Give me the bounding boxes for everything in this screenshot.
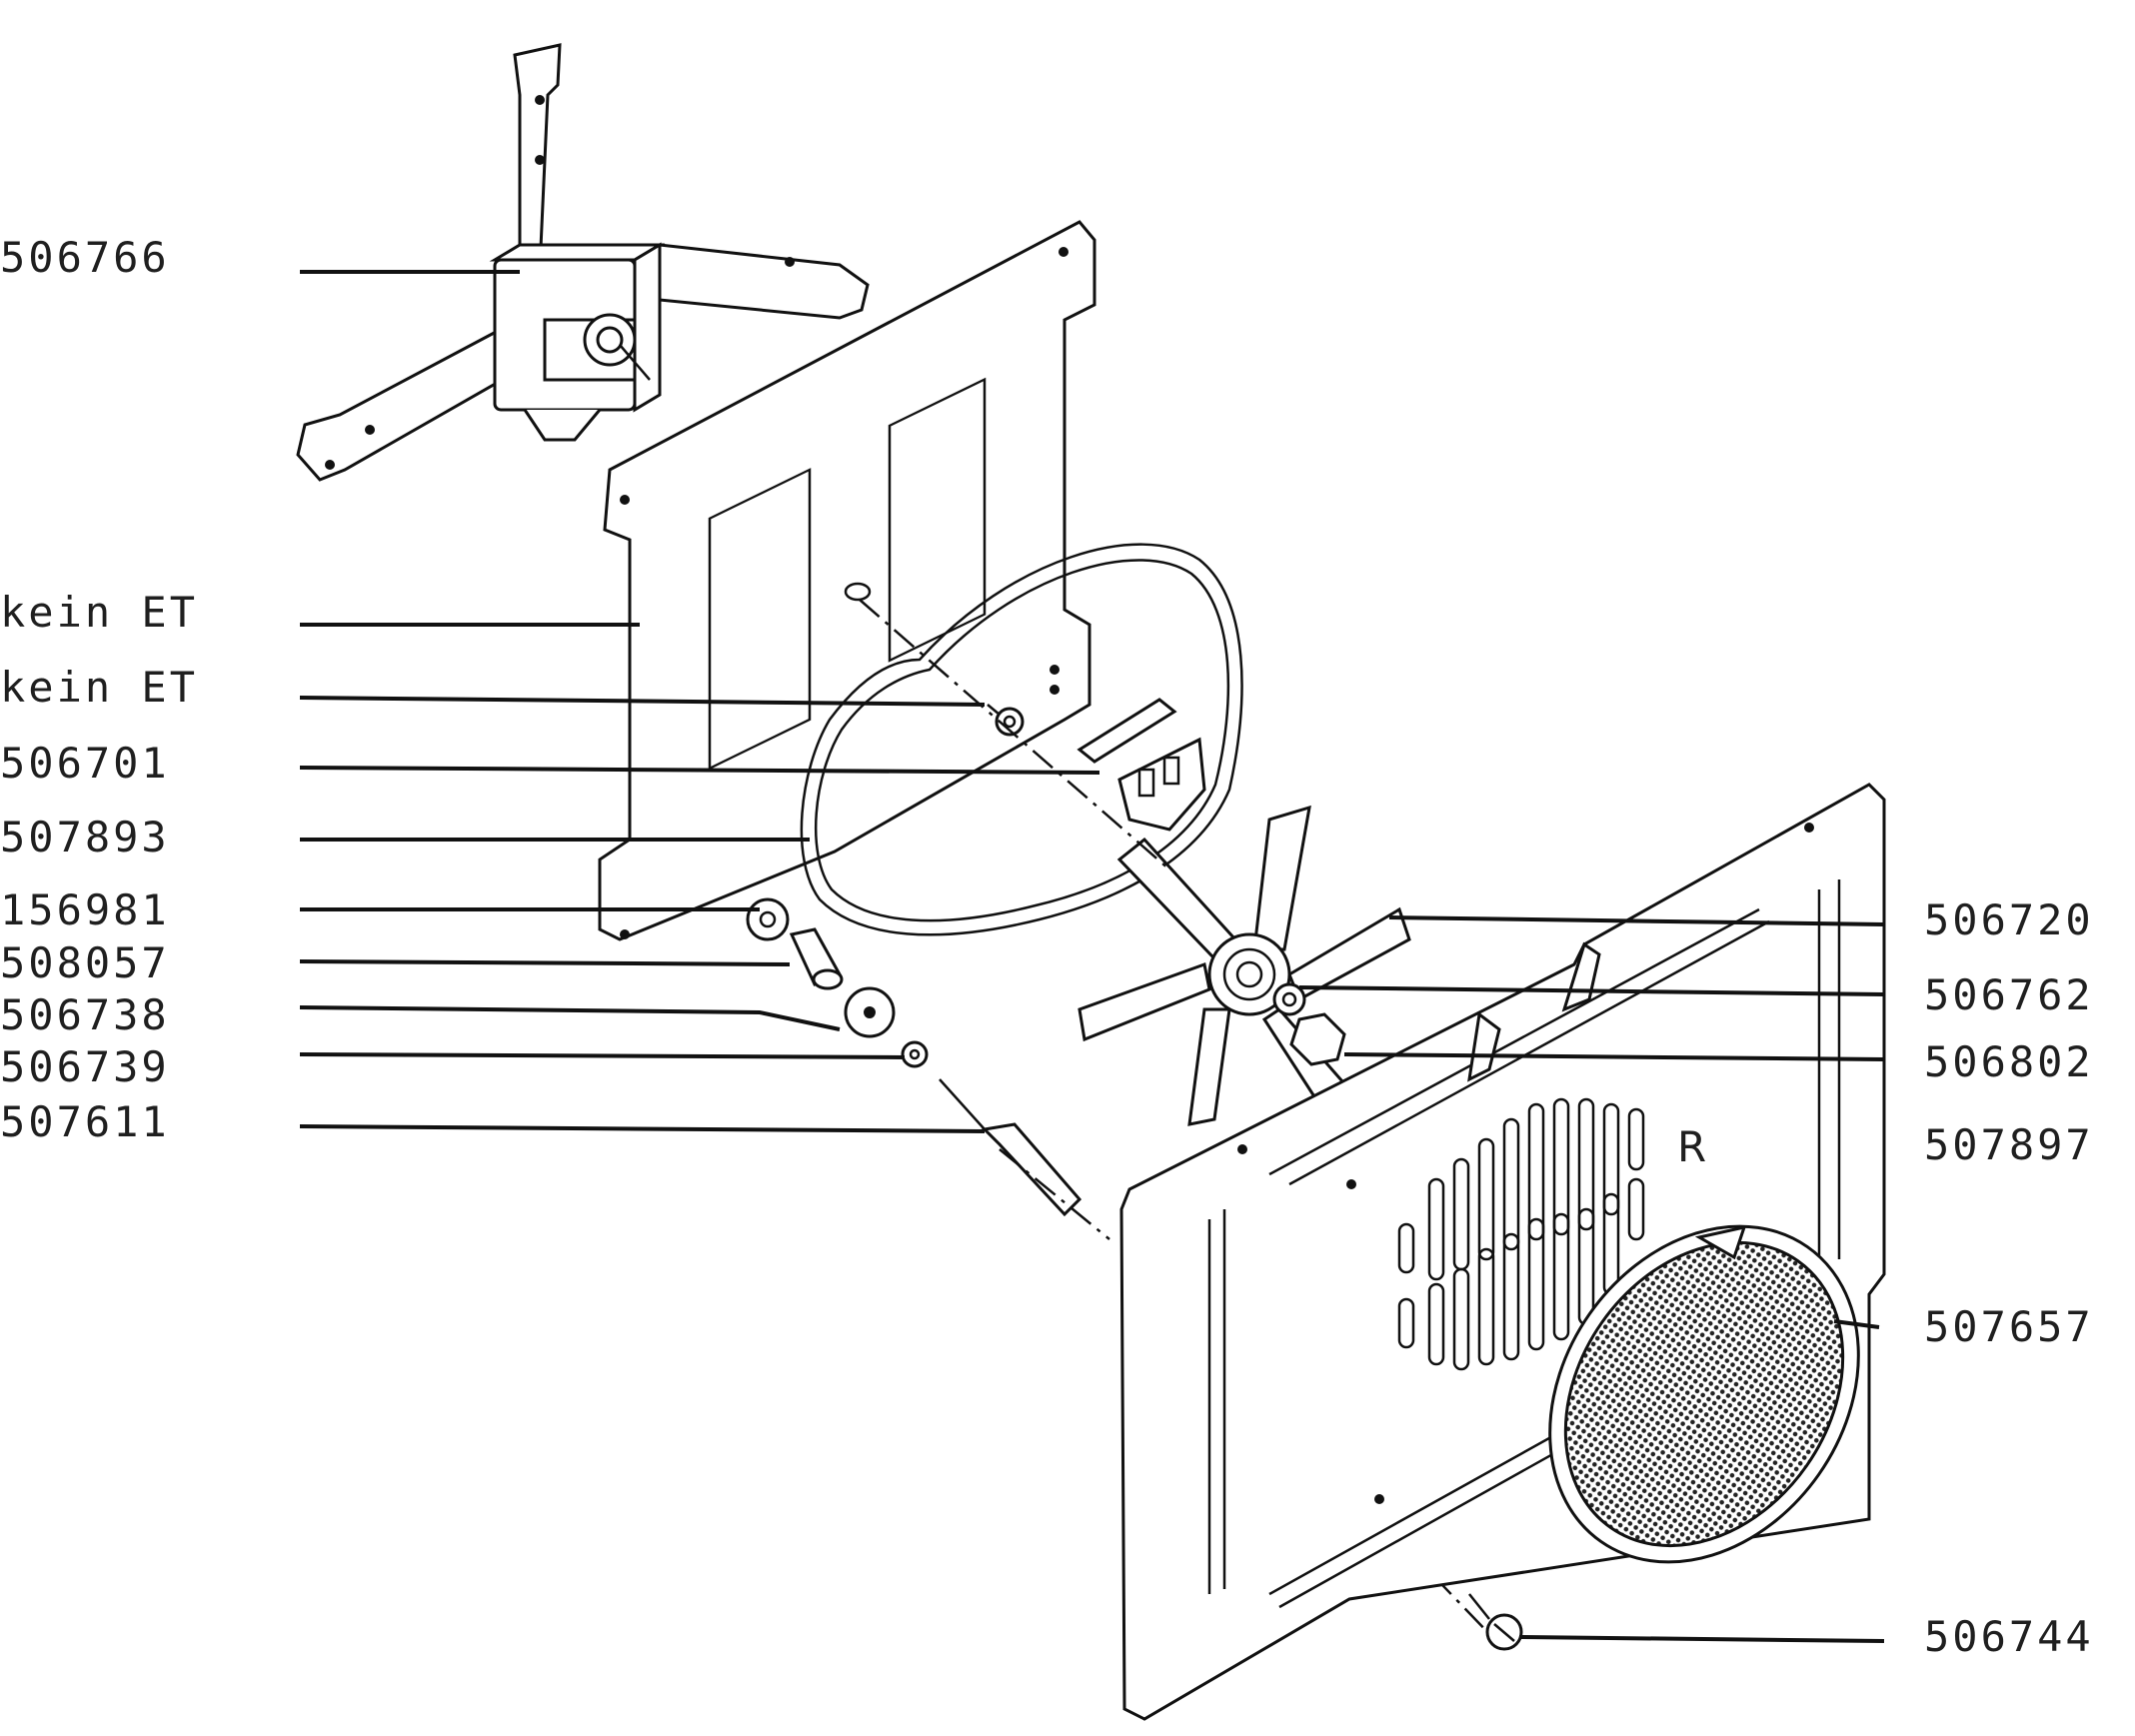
axis-line xyxy=(1368,1508,1495,1640)
label-screw-a: kein ET xyxy=(0,663,198,712)
bushing xyxy=(789,927,844,990)
label-bolt: 507611 xyxy=(0,1097,170,1146)
labels-right: 506720 506762 506802 507897 507657 50674… xyxy=(1924,895,2094,1661)
label-disc: 506738 xyxy=(0,990,170,1039)
panel-mark: R xyxy=(1677,1122,1706,1171)
axis-line xyxy=(859,599,1170,870)
fan-washer xyxy=(1272,982,1306,1016)
label-washer: 156981 xyxy=(0,885,170,934)
disc xyxy=(844,986,896,1038)
grease-filter xyxy=(1548,1224,1860,1564)
label-grease-filter: 507657 xyxy=(1924,1302,2094,1351)
bolt xyxy=(939,1078,1082,1217)
axis-line xyxy=(999,1148,1110,1240)
label-cover-screw: 506744 xyxy=(1924,1612,2094,1661)
label-heating-element: 507893 xyxy=(0,813,170,862)
labels-left: 506766 kein ET kein ET 506701 507893 156… xyxy=(0,233,198,1146)
terminal-block xyxy=(1076,698,1206,832)
rear-plate xyxy=(598,220,1096,941)
heating-element xyxy=(800,543,1243,936)
screw-a xyxy=(987,704,1025,737)
small-washer xyxy=(901,1040,929,1068)
label-fan-washer: 506762 xyxy=(1924,970,2094,1019)
label-fan-nut: 506802 xyxy=(1924,1037,2094,1086)
label-bushing: 508057 xyxy=(0,938,170,987)
washer xyxy=(746,897,790,941)
label-front-cover: 507897 xyxy=(1924,1120,2094,1169)
leader-lines xyxy=(299,270,1885,1643)
label-motor: 506766 xyxy=(0,233,170,282)
motor-assembly xyxy=(296,43,870,482)
cover-screw xyxy=(1468,1593,1523,1651)
label-rear-plate: kein ET xyxy=(0,588,198,637)
label-fan-wheel: 506720 xyxy=(1924,895,2094,944)
fan-nut xyxy=(1289,1012,1346,1066)
label-terminal: 506701 xyxy=(0,739,170,788)
label-small-washer: 506739 xyxy=(0,1042,170,1091)
